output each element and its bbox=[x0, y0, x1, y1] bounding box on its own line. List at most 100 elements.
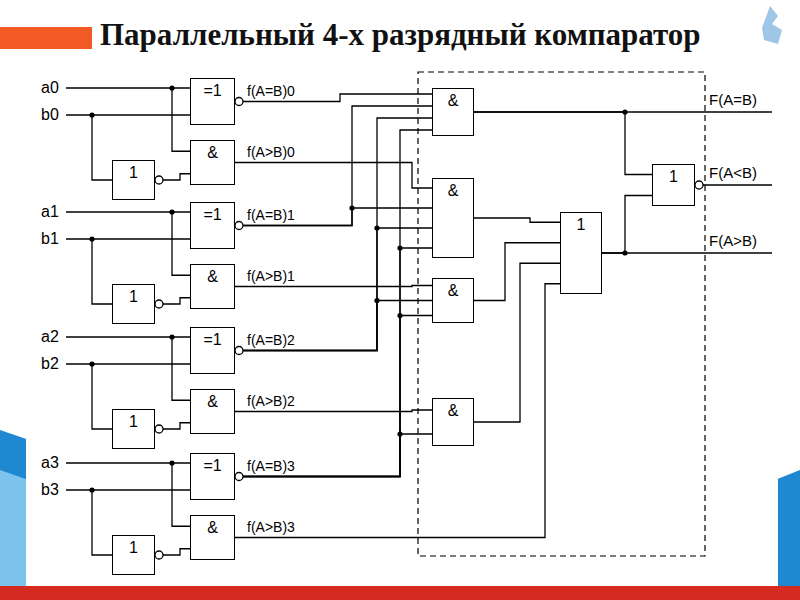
junction-dot bbox=[89, 236, 94, 241]
connector-group bbox=[155, 94, 652, 555]
logic-gate: & bbox=[190, 515, 235, 560]
logic-gate: & bbox=[190, 389, 235, 434]
signal-name: f(A>B)3 bbox=[246, 518, 296, 536]
branch-wire bbox=[92, 239, 112, 304]
wire-connector bbox=[235, 118, 432, 351]
gate-symbol: & bbox=[433, 179, 473, 200]
dashed-block-outline bbox=[418, 72, 705, 556]
inversion-bubble bbox=[155, 425, 163, 433]
signal-name: F(A=B) bbox=[708, 91, 758, 109]
gate-symbol: & bbox=[433, 89, 473, 110]
signal-name: f(A=B)1 bbox=[246, 206, 296, 224]
logic-gate: 1 bbox=[652, 164, 695, 206]
junction-dot bbox=[169, 460, 174, 465]
wire-connector bbox=[235, 163, 432, 189]
logic-gate: =1 bbox=[190, 327, 235, 374]
gate-symbol: =1 bbox=[191, 203, 234, 224]
wire-connector bbox=[474, 263, 560, 422]
junction-dots bbox=[89, 85, 627, 492]
slide-title: Параллельный 4-х разрядный компаратор bbox=[100, 16, 701, 54]
branch-wire bbox=[172, 337, 190, 400]
gate-symbol: 1 bbox=[113, 285, 154, 306]
signal-name: b2 bbox=[40, 355, 60, 373]
signal-name: f(A>B)0 bbox=[246, 143, 296, 161]
inversion-bubble bbox=[235, 98, 243, 106]
logic-gate: 1 bbox=[112, 160, 155, 200]
signal-wires bbox=[66, 88, 772, 555]
gate-symbol: & bbox=[191, 141, 234, 162]
junction-dot bbox=[89, 487, 94, 492]
logic-gate: & bbox=[432, 398, 474, 446]
signal-name: a3 bbox=[40, 454, 60, 472]
wire-connector bbox=[235, 434, 432, 477]
wire-connector bbox=[602, 196, 652, 254]
junction-dot bbox=[622, 109, 627, 114]
gate-symbol: 1 bbox=[113, 536, 154, 557]
signal-name: F(A>B) bbox=[708, 232, 758, 250]
junction-dot bbox=[397, 245, 402, 250]
orange-bar bbox=[0, 27, 92, 49]
junction-dot bbox=[169, 209, 174, 214]
inversion-bubble bbox=[235, 222, 243, 230]
inversion-bubble bbox=[235, 473, 243, 481]
gate-symbol: 1 bbox=[653, 165, 694, 186]
signal-name: F(A<B) bbox=[708, 164, 758, 182]
junction-dot bbox=[622, 250, 627, 255]
junction-dot bbox=[397, 313, 402, 318]
gate-symbol: 1 bbox=[561, 213, 601, 234]
branch-wire bbox=[172, 88, 190, 151]
wire-connector bbox=[235, 130, 432, 477]
white-card bbox=[26, 0, 778, 586]
logic-gate: =1 bbox=[190, 78, 235, 125]
logic-gate: =1 bbox=[190, 202, 235, 249]
wire-connector bbox=[235, 106, 432, 226]
branch-wire bbox=[92, 115, 112, 180]
wire-connector bbox=[235, 286, 432, 287]
inversion-bubble bbox=[155, 551, 163, 559]
logic-gate: & bbox=[432, 178, 474, 258]
gate-symbol: =1 bbox=[191, 79, 234, 100]
branch-wire bbox=[92, 490, 112, 555]
wire-connector bbox=[474, 218, 560, 222]
gate-symbol: 1 bbox=[113, 410, 154, 431]
logo-mark bbox=[762, 6, 782, 44]
wire-connector bbox=[235, 410, 432, 412]
gate-symbol: =1 bbox=[191, 454, 234, 475]
branch-wire bbox=[92, 364, 112, 429]
signal-name: a0 bbox=[40, 79, 60, 97]
wire-connector bbox=[235, 248, 432, 477]
junction-dot bbox=[169, 334, 174, 339]
inversion-bubble bbox=[155, 300, 163, 308]
junction-dot bbox=[374, 298, 379, 303]
gate-symbol: 1 bbox=[113, 161, 154, 182]
logic-gate: & bbox=[432, 88, 474, 136]
wire-connector bbox=[474, 243, 560, 301]
wire-connector bbox=[235, 228, 432, 351]
signal-name: f(A>B)2 bbox=[246, 392, 296, 410]
signal-name: a1 bbox=[40, 203, 60, 221]
signal-name: b1 bbox=[40, 230, 60, 248]
logic-gate: 1 bbox=[560, 212, 602, 294]
gate-symbol: & bbox=[191, 265, 234, 286]
gate-symbol: & bbox=[191, 516, 234, 537]
signal-name: f(A=B)0 bbox=[246, 82, 296, 100]
logic-gate: & bbox=[432, 278, 474, 323]
junction-dot bbox=[397, 431, 402, 436]
wire-connector bbox=[235, 284, 560, 538]
junction-dot bbox=[89, 361, 94, 366]
branch-wire bbox=[172, 212, 190, 275]
junction-dot bbox=[349, 205, 354, 210]
inversion-bubble bbox=[235, 347, 243, 355]
junction-dot bbox=[374, 225, 379, 230]
logic-gate: 1 bbox=[112, 284, 155, 324]
junction-dot bbox=[89, 112, 94, 117]
branch-wire bbox=[172, 463, 190, 526]
signal-name: b3 bbox=[40, 481, 60, 499]
wire-connector bbox=[474, 112, 652, 175]
signal-name: b0 bbox=[40, 106, 60, 124]
gate-symbol: & bbox=[191, 390, 234, 411]
logic-gate: =1 bbox=[190, 453, 235, 500]
wire-connector bbox=[235, 301, 432, 351]
gate-symbol: =1 bbox=[191, 328, 234, 349]
